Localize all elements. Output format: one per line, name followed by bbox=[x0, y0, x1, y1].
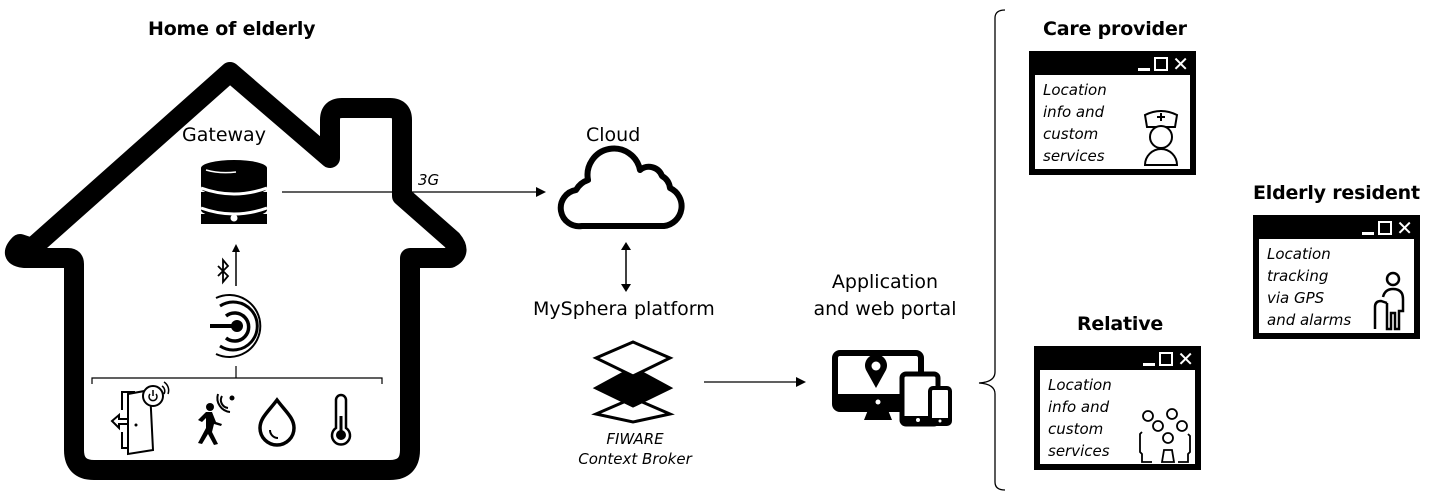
close-icon[interactable]: ✕ bbox=[1172, 52, 1189, 76]
nurse-icon bbox=[1143, 110, 1179, 166]
maximize-icon[interactable] bbox=[1378, 221, 1393, 235]
care-provider-window: ✕ Location info and custom services bbox=[1029, 51, 1196, 175]
beacon-icon bbox=[210, 294, 262, 358]
humidity-sensor-icon bbox=[258, 397, 296, 447]
door-sensor-icon bbox=[110, 381, 170, 456]
database-icon bbox=[200, 160, 268, 224]
broker-line2: Context Broker bbox=[578, 450, 692, 468]
elderly-person-icon bbox=[1373, 271, 1405, 331]
care-provider-text-line: services bbox=[1043, 147, 1105, 165]
broker-line1: FIWARE bbox=[606, 430, 664, 448]
app-label-line2: and web portal bbox=[813, 298, 957, 320]
window-controls: ✕ bbox=[1362, 216, 1413, 240]
relative-window: ✕ Location info and custom services bbox=[1034, 346, 1201, 470]
gateway-to-cloud-arrow bbox=[282, 187, 546, 197]
minimize-icon[interactable] bbox=[1362, 232, 1375, 235]
maximize-icon[interactable] bbox=[1159, 352, 1174, 366]
motion-sensor-icon bbox=[198, 393, 235, 445]
layers-icon bbox=[591, 340, 675, 424]
care-provider-text-line: custom bbox=[1043, 125, 1099, 143]
elderly-resident-title: Elderly resident bbox=[1253, 182, 1420, 204]
care-provider-text-line: Location bbox=[1043, 81, 1107, 99]
relative-text-line: custom bbox=[1048, 420, 1104, 438]
minimize-icon[interactable] bbox=[1138, 68, 1151, 71]
elderly-text-line: tracking bbox=[1267, 267, 1329, 285]
relative-text-line: Location bbox=[1048, 376, 1112, 394]
care-provider-text-line: info and bbox=[1043, 103, 1105, 121]
users-brace bbox=[978, 9, 1006, 491]
bluetooth-icon bbox=[217, 257, 230, 285]
app-label-line1: Application bbox=[831, 271, 939, 293]
elderly-text-line: Location bbox=[1267, 245, 1331, 263]
maximize-icon[interactable] bbox=[1154, 57, 1169, 71]
care-provider-title: Care provider bbox=[1043, 18, 1187, 40]
relative-text-line: services bbox=[1048, 442, 1110, 460]
elderly-text-line: via GPS bbox=[1267, 289, 1325, 307]
cloud-icon bbox=[557, 145, 685, 230]
cloud-label: Cloud bbox=[586, 124, 641, 146]
sensor-bracket bbox=[91, 366, 383, 384]
minimize-icon[interactable] bbox=[1143, 363, 1156, 366]
close-icon[interactable]: ✕ bbox=[1177, 347, 1194, 371]
relative-text-line: info and bbox=[1048, 398, 1110, 416]
close-icon[interactable]: ✕ bbox=[1396, 216, 1413, 240]
family-icon bbox=[1139, 408, 1191, 463]
sensor-to-gateway-arrow bbox=[232, 244, 240, 286]
window-controls: ✕ bbox=[1143, 347, 1194, 371]
relative-title: Relative bbox=[1077, 313, 1164, 335]
elderly-text-line: and alarms bbox=[1267, 311, 1352, 329]
link-3g-label: 3G bbox=[418, 171, 440, 189]
devices-icon bbox=[832, 350, 952, 427]
thermometer-icon bbox=[330, 393, 352, 446]
platform-to-app-arrow bbox=[704, 377, 806, 387]
window-controls: ✕ bbox=[1138, 52, 1189, 76]
cloud-platform-arrow bbox=[621, 242, 631, 292]
elderly-resident-window: ✕ Location tracking via GPS and alarms bbox=[1253, 215, 1420, 339]
home-title: Home of elderly bbox=[148, 18, 316, 40]
platform-label: MySphera platform bbox=[533, 298, 715, 320]
gateway-label: Gateway bbox=[182, 124, 266, 146]
